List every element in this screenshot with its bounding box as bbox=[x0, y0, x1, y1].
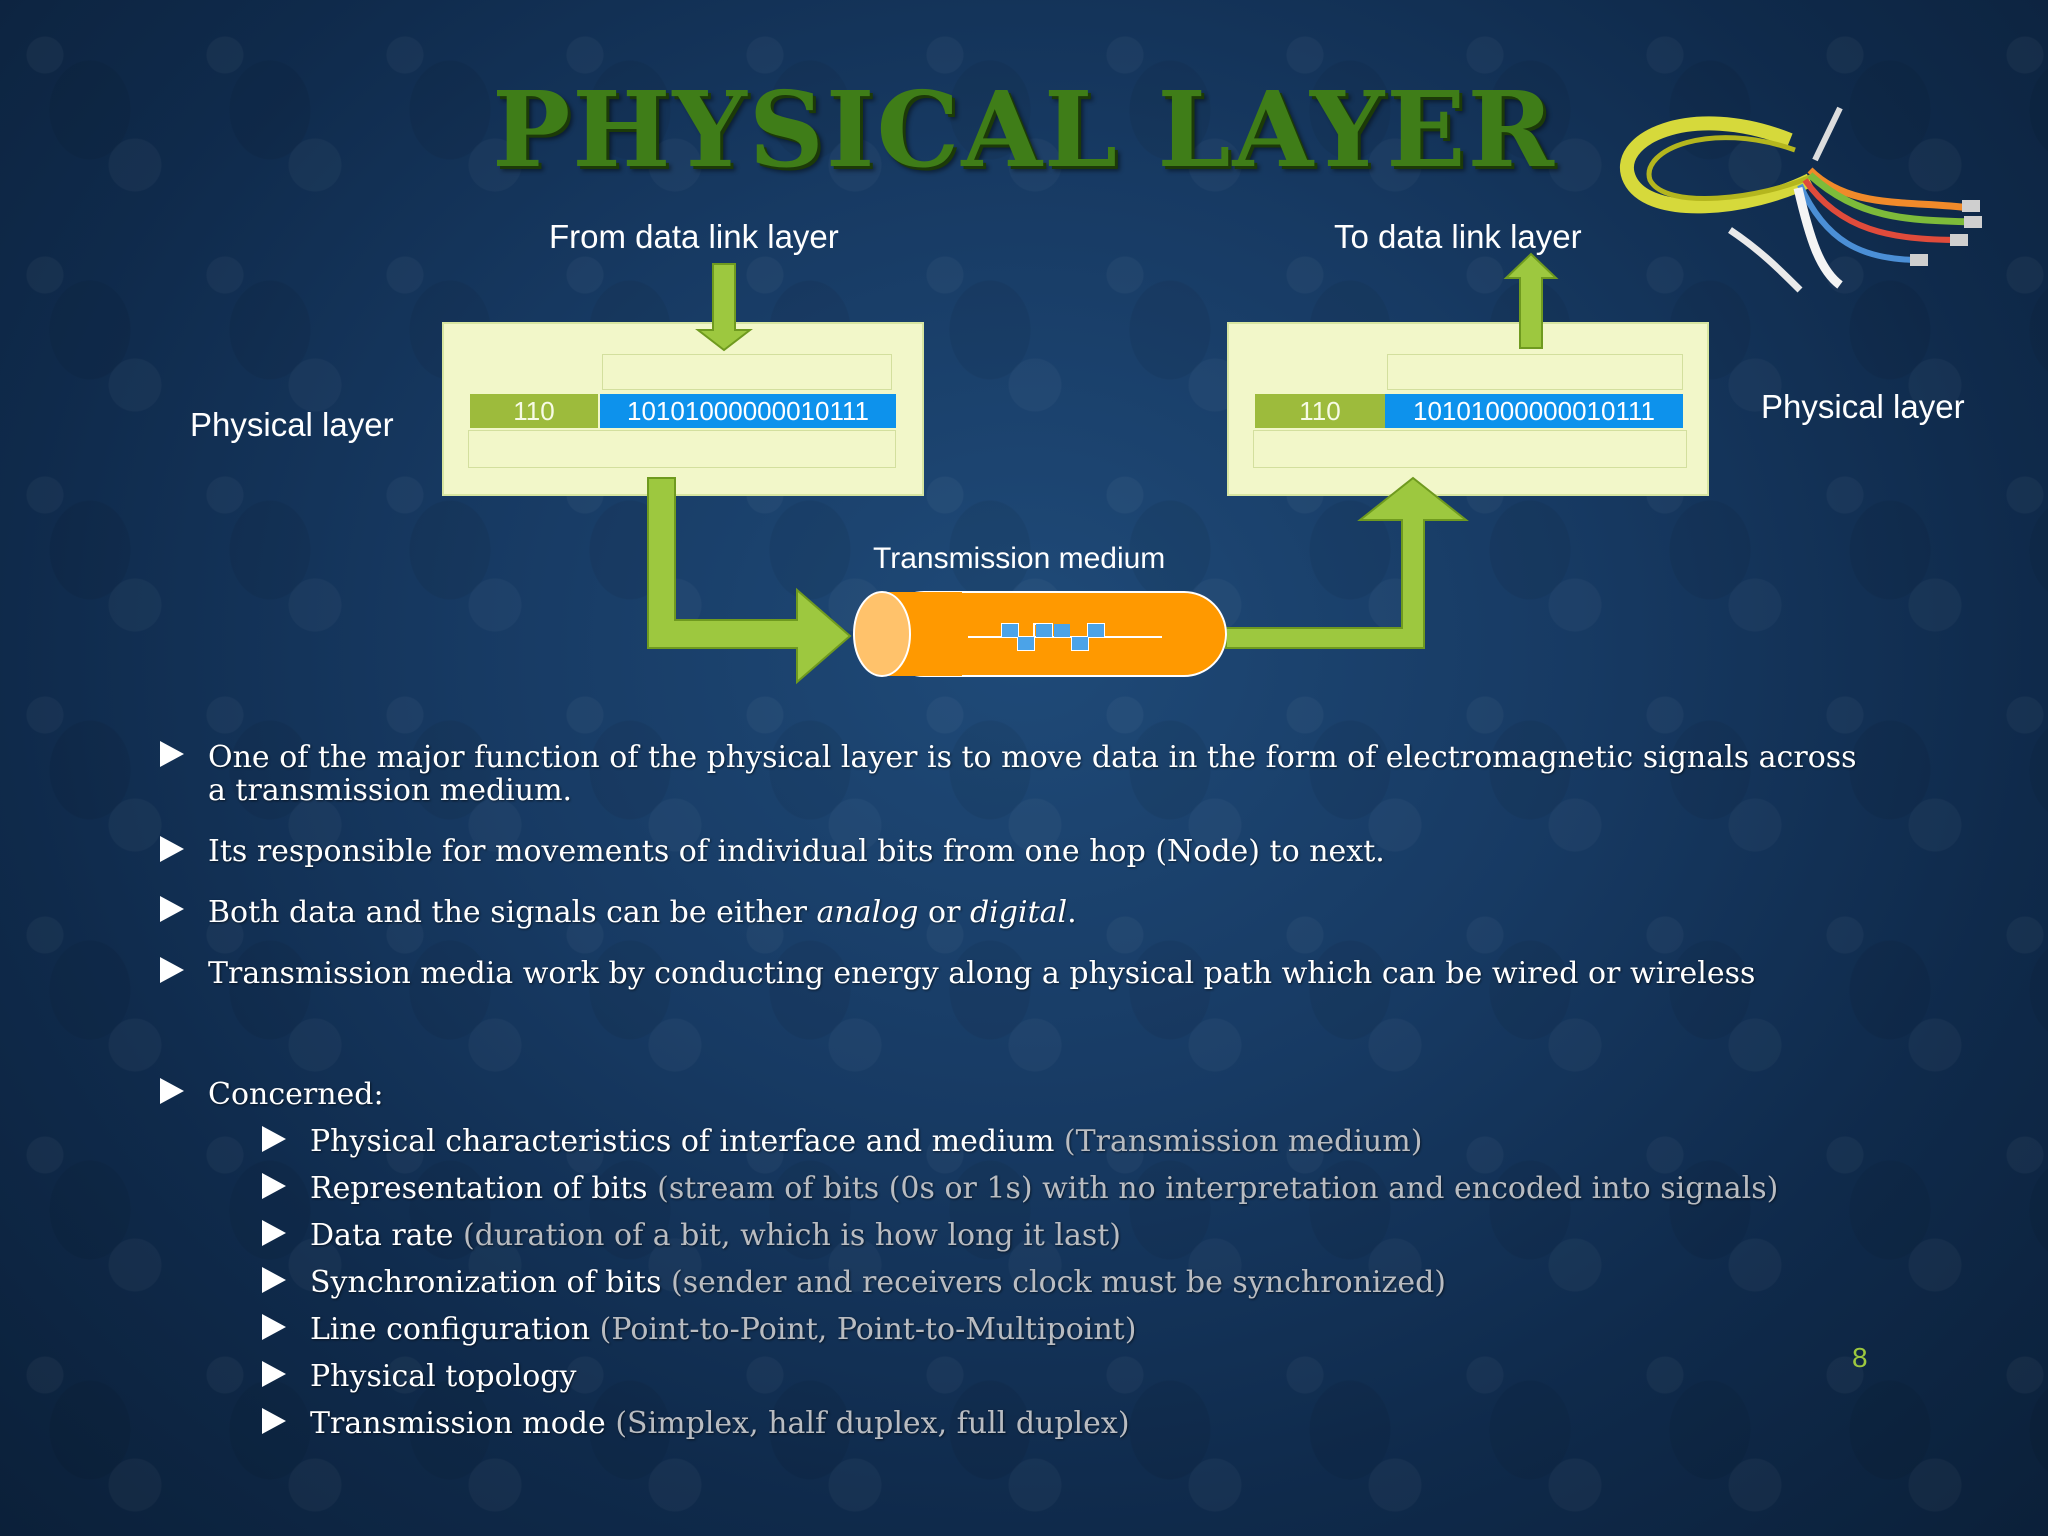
sub-bullet-4-note: (sender and receivers clock must be sync… bbox=[661, 1265, 1446, 1300]
bullet-3-mid: or bbox=[918, 895, 970, 930]
sub-bullet-2: Representation of bits (stream of bits (… bbox=[310, 1171, 1778, 1206]
bullet-1-line-1: One of the major function of the physica… bbox=[208, 740, 1857, 775]
bullet-1-line-2: a transmission medium. bbox=[208, 773, 573, 808]
sub-bullet-1: Physical characteristics of interface an… bbox=[310, 1124, 1422, 1159]
page-title: PHYSICAL LAYER bbox=[492, 68, 1556, 191]
sub-bullet-7-main: Transmission mode bbox=[310, 1406, 606, 1441]
sub-bullet-6: Physical topology bbox=[310, 1359, 576, 1394]
bullet-2: Its responsible for movements of individ… bbox=[208, 834, 1385, 869]
sub-bullet-3-main: Data rate bbox=[310, 1218, 454, 1253]
sub-bullet-arrow-icon bbox=[262, 1314, 286, 1340]
physical-layer-label-right: Physical layer bbox=[1761, 388, 1965, 425]
receiver-header-field: 110 bbox=[1255, 394, 1385, 428]
sub-bullet-1-main: Physical characteristics of interface an… bbox=[310, 1124, 1055, 1159]
receiver-inner-frame-lower bbox=[1253, 430, 1687, 468]
bullet-3-analog: analog bbox=[816, 895, 919, 930]
bullet-4: Transmission media work by conducting en… bbox=[208, 956, 1756, 991]
sub-bullet-3-note: (duration of a bit, which is how long it… bbox=[453, 1218, 1121, 1253]
sender-inner-frame-lower bbox=[468, 430, 896, 468]
transmission-medium-label: Transmission medium bbox=[873, 542, 1166, 575]
physical-layer-label-left: Physical layer bbox=[190, 406, 394, 443]
from-data-link-label: From data link layer bbox=[549, 218, 839, 255]
up-arrow-icon bbox=[1503, 252, 1559, 349]
sub-bullet-4-main: Synchronization of bits bbox=[310, 1265, 662, 1300]
to-data-link-label: To data link layer bbox=[1334, 218, 1582, 255]
transmission-medium-cylinder bbox=[853, 591, 1227, 677]
sub-bullet-7: Transmission mode (Simplex, half duplex,… bbox=[310, 1406, 1130, 1441]
sub-bullet-arrow-icon bbox=[262, 1408, 286, 1434]
sub-bullet-3: Data rate (duration of a bit, which is h… bbox=[310, 1218, 1121, 1253]
sub-bullet-5-main: Line configuration bbox=[310, 1312, 591, 1347]
network-cable-image bbox=[1620, 106, 1982, 293]
sub-bullet-5: Line configuration (Point-to-Point, Poin… bbox=[310, 1312, 1136, 1347]
bullet-arrow-icon bbox=[160, 836, 184, 862]
sub-bullet-2-main: Representation of bits bbox=[310, 1171, 648, 1206]
bullet-3-digital: digital bbox=[969, 895, 1068, 930]
sender-header-field: 110 bbox=[470, 394, 598, 428]
sub-bullet-arrow-icon bbox=[262, 1361, 286, 1387]
sub-bullet-2-note: (stream of bits (0s or 1s) with no inter… bbox=[647, 1171, 1779, 1206]
bullet-3-post: . bbox=[1067, 895, 1077, 930]
receiver-bits-field: 10101000000010111 bbox=[1385, 394, 1683, 428]
sub-bullet-1-note: (Transmission medium) bbox=[1054, 1124, 1423, 1159]
sub-bullet-arrow-icon bbox=[262, 1126, 286, 1152]
sender-to-medium-arrow-icon bbox=[647, 477, 852, 685]
sub-bullet-7-note: (Simplex, half duplex, full duplex) bbox=[605, 1406, 1130, 1441]
bullet-3-pre: Both data and the signals can be either bbox=[208, 895, 817, 930]
bullet-arrow-icon bbox=[160, 957, 184, 983]
sub-bullet-4: Synchronization of bits (sender and rece… bbox=[310, 1265, 1446, 1300]
sender-physical-box: 110 10101000000010111 bbox=[442, 322, 924, 496]
receiver-physical-box: 110 10101000000010111 bbox=[1227, 322, 1709, 496]
page-number: 8 bbox=[1852, 1342, 1868, 1373]
sub-bullet-arrow-icon bbox=[262, 1267, 286, 1293]
diagram-arrows bbox=[647, 252, 1559, 685]
medium-to-receiver-arrow-icon bbox=[1225, 476, 1469, 649]
receiver-inner-frame bbox=[1387, 354, 1683, 390]
sub-bullet-arrow-icon bbox=[262, 1173, 286, 1199]
bullet-arrow-icon bbox=[160, 741, 184, 767]
bullet-3: Both data and the signals can be either … bbox=[208, 895, 1077, 930]
sub-bullet-6-main: Physical topology bbox=[310, 1359, 577, 1394]
bullet-arrow-icon bbox=[160, 896, 184, 922]
sender-inner-frame bbox=[602, 354, 892, 390]
down-arrow-icon bbox=[695, 263, 753, 352]
sub-bullet-5-note: (Point-to-Point, Point-to-Multipoint) bbox=[590, 1312, 1137, 1347]
bullet-arrow-icon bbox=[160, 1078, 184, 1104]
bullet-5-concerned: Concerned: bbox=[208, 1077, 384, 1112]
sender-bits-field: 10101000000010111 bbox=[600, 394, 896, 428]
sub-bullet-arrow-icon bbox=[262, 1220, 286, 1246]
